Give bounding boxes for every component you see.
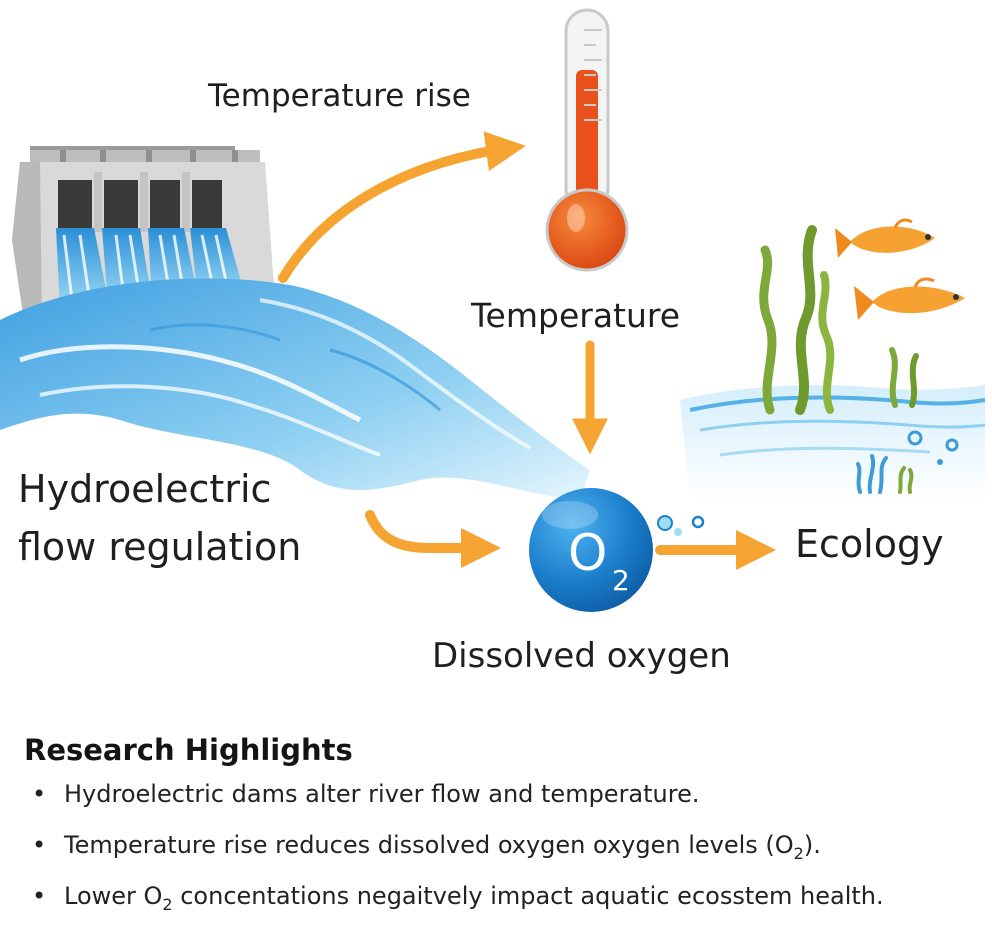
hydroelectric-label: Hydroelectric flow regulation — [18, 460, 301, 576]
highlight-text-end: ). — [803, 831, 821, 859]
highlight-item: • Temperature rise reduces dissolved oxyg… — [24, 824, 974, 875]
temperature-label: Temperature — [471, 296, 681, 335]
highlight-subscript: 2 — [162, 895, 173, 914]
highlight-item: • Hydroelectric dams alter river flow and… — [24, 773, 974, 824]
arrow-icon — [365, 510, 501, 568]
o2-symbol: O — [568, 524, 607, 582]
highlight-subscript: 2 — [793, 844, 804, 863]
fish-icon — [854, 277, 965, 320]
temperature-rise-label: Temperature rise — [208, 78, 471, 114]
sea-icon — [680, 385, 986, 500]
bullet: • — [32, 882, 47, 910]
thermometer-icon — [545, 8, 629, 272]
bullet: • — [32, 831, 47, 859]
highlight-text-end: concentations negaitvely impact aquatic … — [172, 882, 884, 910]
highlight-item: • Lower O2 concentations negaitvely impac… — [24, 875, 974, 926]
arrow-icon — [278, 131, 526, 283]
fish-icon — [835, 218, 935, 258]
o2-subscript: 2 — [612, 564, 630, 597]
hydroelectric-label-line1: Hydroelectric — [18, 467, 272, 511]
highlight-text: Lower O — [64, 882, 163, 910]
highlight-text: Hydroelectric dams alter river flow and … — [64, 780, 700, 808]
seaweed-icon — [759, 225, 919, 494]
bubble-icon — [674, 430, 959, 536]
river-icon — [0, 278, 590, 500]
research-highlights: Research Highlights • Hydroelectric dams … — [24, 733, 974, 926]
highlights-list: • Hydroelectric dams alter river flow and… — [24, 773, 974, 926]
highlights-title: Research Highlights — [24, 733, 353, 767]
highlight-text: Temperature rise reduces dissolved oxyge… — [64, 831, 794, 859]
ecology-label: Ecology — [795, 522, 944, 566]
hydroelectric-label-line2: flow regulation — [18, 525, 302, 569]
oxygen-molecule-icon: O 2 — [529, 488, 673, 612]
bullet: • — [32, 780, 47, 808]
dissolved-oxygen-label: Dissolved oxygen — [432, 636, 731, 676]
